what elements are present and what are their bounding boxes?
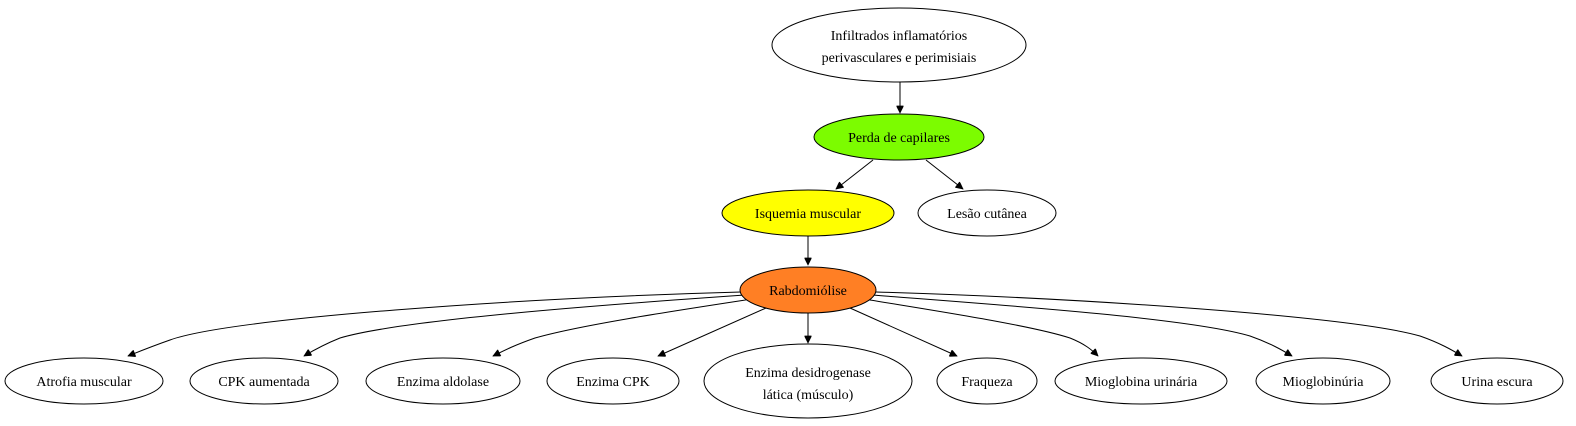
edge-rabdomiolise-to-atrofia	[128, 291, 742, 356]
node-mioglobinuria-label: Mioglobinúria	[1283, 375, 1365, 390]
edge-rabdomiolise-to-cpk-aumentada	[304, 294, 746, 357]
nodes: Infiltrados inflamatórios perivasculares…	[4, 7, 1564, 419]
edge-rabdomiolise-to-mioglobina-urinaria	[863, 298, 1098, 356]
edge-perda-to-isquemia	[836, 159, 874, 189]
edge-rabdomiolise-to-aldolase	[493, 298, 753, 357]
node-fraqueza-label: Fraqueza	[961, 375, 1013, 390]
node-perda-label: Perda de capilares	[848, 131, 950, 146]
edges	[128, 82, 1462, 356]
node-enzima-cpk[interactable]: Enzima CPK	[546, 357, 680, 405]
node-ldh-label-line-2: lática (músculo)	[763, 388, 854, 403]
node-fraqueza[interactable]: Fraqueza	[936, 357, 1038, 405]
node-perda-de-capilares[interactable]: Perda de capilares	[813, 113, 985, 161]
edge-perda-to-lesao	[925, 159, 963, 189]
node-rabdomiolise[interactable]: Rabdomiólise	[739, 266, 877, 314]
node-enzima-cpk-label: Enzima CPK	[576, 375, 650, 390]
edge-rabdomiolise-to-enzima-cpk	[658, 307, 767, 356]
node-mioglobinuria[interactable]: Mioglobinúria	[1255, 357, 1391, 405]
edge-rabdomiolise-to-mioglobinuria	[871, 294, 1292, 357]
node-rabdomiolise-label: Rabdomiólise	[769, 284, 847, 299]
node-cpk-aumentada[interactable]: CPK aumentada	[189, 357, 339, 405]
node-cpk-aumentada-label: CPK aumentada	[218, 375, 310, 390]
node-lesao-cutanea[interactable]: Lesão cutânea	[917, 189, 1057, 237]
node-atrofia-label: Atrofia muscular	[36, 375, 132, 390]
node-infiltrados-label-line-2: perivasculares e perimisiais	[822, 51, 977, 66]
node-urina-escura[interactable]: Urina escura	[1430, 357, 1564, 405]
node-enzima-aldolase[interactable]: Enzima aldolase	[365, 357, 521, 405]
node-isquemia-label: Isquemia muscular	[755, 207, 861, 222]
node-lesao-label: Lesão cutânea	[947, 207, 1027, 222]
node-ldh-label-line-1: Enzima desidrogenase	[745, 366, 871, 381]
node-mioglobina-urinaria[interactable]: Mioglobina urinária	[1054, 357, 1228, 405]
node-urina-escura-label: Urina escura	[1461, 375, 1533, 390]
node-isquemia-muscular[interactable]: Isquemia muscular	[721, 189, 895, 237]
edge-rabdomiolise-to-urina-escura	[875, 291, 1462, 357]
edge-rabdomiolise-to-fraqueza	[849, 307, 957, 356]
node-aldolase-label: Enzima aldolase	[397, 375, 489, 390]
node-mioglobina-urinaria-label: Mioglobina urinária	[1085, 375, 1198, 390]
node-infiltrados[interactable]: Infiltrados inflamatórios perivasculares…	[771, 7, 1027, 83]
node-infiltrados-label-line-1: Infiltrados inflamatórios	[831, 29, 967, 44]
node-enzima-ldh[interactable]: Enzima desidrogenase lática (músculo)	[703, 343, 913, 419]
node-atrofia-muscular[interactable]: Atrofia muscular	[4, 357, 164, 405]
